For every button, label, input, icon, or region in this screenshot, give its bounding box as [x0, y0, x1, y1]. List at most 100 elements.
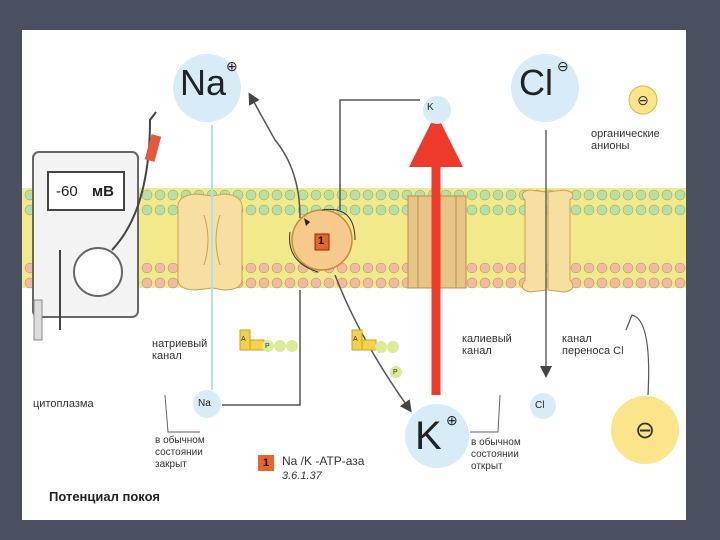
- lipid-head: [258, 189, 270, 201]
- lipid-head: [245, 189, 257, 201]
- lipid-head: [245, 204, 257, 216]
- lipid-head: [583, 204, 595, 216]
- lipid-head: [362, 262, 374, 274]
- potassium-channel-label: калиевый канал: [462, 333, 512, 357]
- lipid-head: [141, 189, 153, 201]
- na-top-label: Na: [180, 62, 227, 103]
- enzyme-number-badge: 1: [258, 455, 274, 471]
- enzyme-code-label: 3.6.1.37: [282, 470, 322, 482]
- lipid-head: [596, 204, 608, 216]
- lipid-head: [492, 277, 504, 289]
- k-top-line: [339, 99, 420, 210]
- lipid-head: [674, 262, 686, 274]
- lipid-head: [505, 204, 517, 216]
- lipid-head: [648, 277, 660, 289]
- k-small-top-circle: [423, 96, 451, 124]
- meter-reading: -60: [56, 183, 78, 200]
- lipid-head: [661, 204, 673, 216]
- lipid-head: [479, 262, 491, 274]
- anion-turn-arrow: [625, 314, 650, 396]
- lipid-head: [466, 204, 478, 216]
- voltmeter: [32, 111, 162, 341]
- na-out-arrow: [248, 92, 301, 219]
- lipid-head: [245, 277, 257, 289]
- enzyme-name-label: Na /K -АТР-аза: [282, 454, 365, 468]
- lipid-head: [648, 189, 660, 201]
- cl-channel-label: канал переноса Cl: [562, 333, 624, 357]
- anion-large-circle: [611, 396, 679, 464]
- lipid-head: [154, 277, 166, 289]
- lipid-head: [661, 262, 673, 274]
- lipid-head: [635, 204, 647, 216]
- lipid-head: [258, 262, 270, 274]
- lipid-head: [388, 204, 400, 216]
- cl-top-label: Cl: [519, 62, 553, 103]
- open-callout: [470, 394, 501, 433]
- lipid-head: [583, 277, 595, 289]
- cl-top-circle: [511, 54, 579, 122]
- lipid-head: [622, 204, 634, 216]
- lipid-head: [284, 204, 296, 216]
- lipid-head: [284, 277, 296, 289]
- adp-a: A: [353, 336, 358, 343]
- diagram-title: Потенциал покоя: [49, 489, 160, 504]
- lipid-head: [349, 277, 361, 289]
- lipid-head: [466, 262, 478, 274]
- lipid-head: [167, 204, 179, 216]
- lipid-head: [674, 189, 686, 201]
- lipid-head: [349, 262, 361, 274]
- lipid-head: [271, 262, 283, 274]
- lipid-head: [648, 204, 660, 216]
- cl-bottom-circle: [530, 393, 556, 419]
- lipid-head: [609, 262, 621, 274]
- lipid-head: [375, 277, 387, 289]
- lipid-head: [258, 277, 270, 289]
- lipid-head: [141, 262, 153, 274]
- k-small-top-label: K: [427, 102, 434, 113]
- k-bottom-charge: ⊕: [446, 412, 458, 428]
- lipid-head: [349, 204, 361, 216]
- chloride-channel: [521, 189, 574, 293]
- lipid-head: [271, 204, 283, 216]
- lipid-head: [583, 189, 595, 201]
- k-bottom-circle: [405, 404, 469, 468]
- lipid-head: [661, 277, 673, 289]
- lipid-head: [167, 277, 179, 289]
- lipid-head: [323, 277, 335, 289]
- lipid-head: [154, 189, 166, 201]
- na-bottom-label: Na: [198, 398, 211, 409]
- closed-state-label: в обычном состоянии закрыт: [155, 435, 205, 470]
- lipid-head: [375, 262, 387, 274]
- lipid-head: [141, 277, 153, 289]
- pump-number: 1: [318, 235, 325, 247]
- lipid-head: [492, 204, 504, 216]
- lipid-head: [349, 189, 361, 201]
- lipid-head: [167, 262, 179, 274]
- lipid-head: [297, 277, 309, 289]
- lipid-head: [570, 262, 582, 274]
- lipid-head: [310, 189, 322, 201]
- lipid-head: [570, 204, 582, 216]
- lipid-head: [271, 189, 283, 201]
- lipid-head: [388, 189, 400, 201]
- cl-bottom-label: Cl: [535, 400, 545, 411]
- lipid-head: [661, 189, 673, 201]
- cytoplasm-label: цитоплазма: [33, 398, 94, 410]
- lipid-head: [388, 262, 400, 274]
- lipid-head: [609, 204, 621, 216]
- lipid-head: [479, 189, 491, 201]
- lipid-head: [596, 277, 608, 289]
- lipid-head: [492, 189, 504, 201]
- lipid-head: [596, 262, 608, 274]
- lipid-head: [271, 277, 283, 289]
- lipid-head: [336, 189, 348, 201]
- lipid-head: [479, 204, 491, 216]
- atp-molecule: [239, 329, 298, 352]
- sodium-channel-label: натриевый канал: [152, 338, 208, 362]
- lipid-head: [622, 277, 634, 289]
- cl-top-charge: ⊖: [557, 58, 569, 74]
- lipid-head: [505, 262, 517, 274]
- lipid-head: [635, 262, 647, 274]
- na-bottom-circle: [193, 390, 221, 418]
- lipid-head: [167, 189, 179, 201]
